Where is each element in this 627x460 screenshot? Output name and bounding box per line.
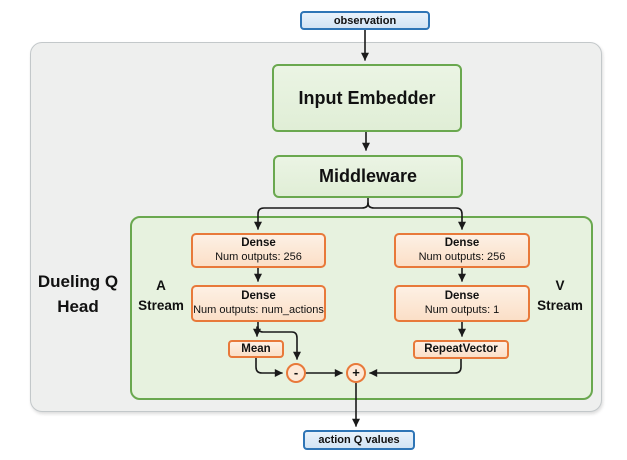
- a-stream-dense1-title: Dense: [241, 237, 276, 250]
- v-stream-dense1-outputs: Num outputs: 256: [418, 250, 506, 263]
- repeat-vector-box: RepeatVector: [413, 340, 509, 359]
- action-q-values-label: action Q values: [318, 434, 400, 446]
- repeat-vector-label: RepeatVector: [424, 343, 498, 356]
- minus-operator: -: [286, 363, 306, 383]
- observation-box: observation: [300, 11, 430, 30]
- v-stream-dense1-box: Dense Num outputs: 256: [394, 233, 530, 268]
- input-embedder-label: Input Embedder: [298, 87, 436, 108]
- plus-operator: +: [346, 363, 366, 383]
- a-stream-dense2-outputs: Num outputs: num_actions: [193, 303, 324, 316]
- plus-symbol: +: [352, 365, 360, 380]
- mean-box: Mean: [228, 340, 284, 358]
- middleware-box: Middleware: [273, 155, 463, 198]
- v-stream-dense1-title: Dense: [444, 237, 480, 250]
- a-stream-dense1-box: Dense Num outputs: 256: [191, 233, 326, 268]
- minus-symbol: -: [293, 365, 299, 380]
- a-stream-dense1-outputs: Num outputs: 256: [215, 250, 302, 263]
- v-stream-dense2-outputs: Num outputs: 1: [424, 303, 500, 316]
- v-stream-dense2-title: Dense: [444, 290, 480, 303]
- middleware-label: Middleware: [318, 166, 418, 186]
- v-stream-label: V Stream: [537, 278, 583, 314]
- observation-label: observation: [333, 14, 397, 27]
- a-stream-label: A Stream: [138, 278, 184, 314]
- dueling-q-head-label: Dueling Q Head: [37, 272, 119, 316]
- a-stream-dense2-title: Dense: [241, 290, 276, 303]
- mean-label: Mean: [241, 342, 271, 355]
- a-stream-dense2-box: Dense Num outputs: num_actions: [191, 285, 326, 322]
- v-stream-dense2-box: Dense Num outputs: 1: [394, 285, 530, 322]
- input-embedder-box: Input Embedder: [272, 64, 462, 132]
- action-q-values-box: action Q values: [303, 430, 415, 450]
